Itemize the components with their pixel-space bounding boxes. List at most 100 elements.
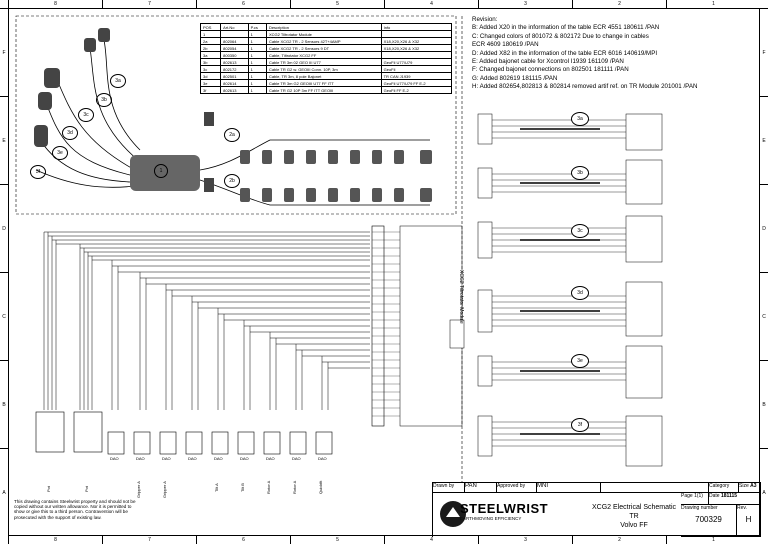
dao-label: DAO [266,456,275,461]
tb-drawing-number-value: 700329 [695,515,722,524]
callout-3c-right: 3c [571,224,589,238]
bottom-label: Rotor A [266,480,271,494]
ruler-mark: 4 [384,536,478,544]
tb-size: Size A3 [739,483,761,493]
ruler-mark: 8 [8,536,102,544]
bom-cell [380,30,453,38]
ruler-mark: 1 [666,536,760,544]
ruler-mark: C [760,272,768,360]
brand-slogan: EARTHMOVING EFFICIENCY [460,516,522,521]
tb-page-value: 1(1) [694,493,703,499]
bom-cell: 802064 [220,37,249,45]
title-block: Drawn by PAN Approved by MNI Category Si… [432,482,761,537]
ruler-mark: 5 [290,536,384,544]
dao-labels: DAO DAO DAO DAO DAO DAO DAO DAO DAO [110,456,327,461]
bom-header: P.cs [247,23,267,31]
drawing-frame [8,8,760,536]
cable-schematics [477,113,663,467]
ruler-mark: B [760,360,768,448]
bottom-label: Tilt B [240,483,245,492]
revision-line: G: Added 802619 181115 /PAN [472,74,558,82]
ruler-mark: 3 [478,536,572,544]
tb-drawing-number-label: Drawing number [681,505,718,511]
cable-wires [492,119,626,447]
tb-approved-label: Approved by [497,483,537,493]
bom-cell: Cable XCG2 TR - 2 Sensors 42T+4AMP [265,37,382,45]
revision-line: E: Added bajonet cable for Xcontrol I193… [472,58,624,66]
revision-line: D: Added X82 in the information of the t… [472,49,658,57]
ruler-mark: C [0,272,8,360]
bom-header: Info [380,23,453,31]
ruler-mark: 7 [102,0,196,8]
ruler-mark: D [760,184,768,272]
tb-category-label: Category [709,483,739,493]
dao-label: DAO [110,456,119,461]
tb-drawing-number: Drawing number 700329 [681,505,737,537]
ruler-mark: E [0,96,8,184]
bottom-label: Pot [46,485,51,492]
wire-bundle [43,232,329,410]
bom-cell: GeoFil [380,65,453,73]
project-title-line: XCG2 Electrical Schematic TR [591,504,677,520]
callout-3c: 3c [78,108,94,122]
ruler-mark: 8 [8,0,102,8]
bom-cell: 802613 [220,86,249,94]
ruler-mark: 2 [572,0,666,8]
project-title: XCG2 Electrical Schematic TR Volvo FF [588,503,680,530]
bottom-label: Gripper A [162,481,167,498]
bom-cell: 1 [247,51,267,59]
bom-cell: 3b [199,58,222,66]
bottom-label-group: Pot Pot Gripper A Gripper A Tilt A Tilt … [46,480,323,498]
tb-empty [601,483,709,493]
ruler-mark: A [760,448,768,536]
bom-cell: 3e [199,79,222,87]
bom-cell: 1 [247,72,267,80]
ruler-mark: 6 [196,536,290,544]
bom-cell: 1 [247,58,267,66]
ruler-mark: 7 [102,536,196,544]
ruler-mark: D [0,184,8,272]
ruler-mark: F [0,8,8,96]
revision-line: C: Changed colors of 801072 & 802172 Due… [472,32,649,40]
ruler-mark: 4 [384,0,478,8]
bom-cell: 802614 [220,79,249,87]
revision-line: H: Added 802654,802813 & 802814 removed … [472,83,698,91]
tb-rev: Rev. H [737,505,761,537]
bom-cell: 2b [199,44,222,52]
bom-cell: Cable TR G2 w. GEOIII Conn. 10P, 3m [265,65,382,73]
tb-size-value: A3 [750,483,757,489]
revision-line: F: Changed bajonet connections on 802501… [472,66,629,74]
connector-group [34,28,214,192]
tb-page: Page 1(1) [681,493,709,505]
tb-date: Date 181115 [709,493,761,505]
bom-cell: TR CAN J1939 [380,72,453,80]
dao-label: DAO [188,456,197,461]
ruler-mark: A [0,448,8,536]
bom-cell: GeoFil U77/U79 [380,58,453,66]
dao-label: DAO [162,456,171,461]
tb-rev-label: Rev. [737,505,747,511]
dao-label: DAO [136,456,145,461]
terminal-pins [372,231,400,417]
bom-cell: GeoFil U77/U79 FF E-2 [380,79,453,87]
bom-cell: 802054 [220,44,249,52]
bom-cell: X18,X20,X26 & X32 [380,37,453,45]
bom-cell: XCG2 Tiltrotator Module [265,30,382,38]
column-ruler-top: 8 7 6 5 4 3 2 1 [8,0,760,8]
callout-3a-right: 3a [571,112,589,126]
module-label: XCG2 Tiltrotator Module [458,270,464,324]
bom-cell: 802613 [220,58,249,66]
bom-cell: Cable TR 3m G2 GEOIII U77 FF ITT [265,79,382,87]
ruler-mark: 5 [290,0,384,8]
column-ruler-bottom: 8 7 6 5 4 3 2 1 [8,536,760,544]
project-title-line: Volvo FF [620,522,648,529]
ruler-mark: B [0,360,8,448]
callout-3a: 3a [110,74,126,88]
